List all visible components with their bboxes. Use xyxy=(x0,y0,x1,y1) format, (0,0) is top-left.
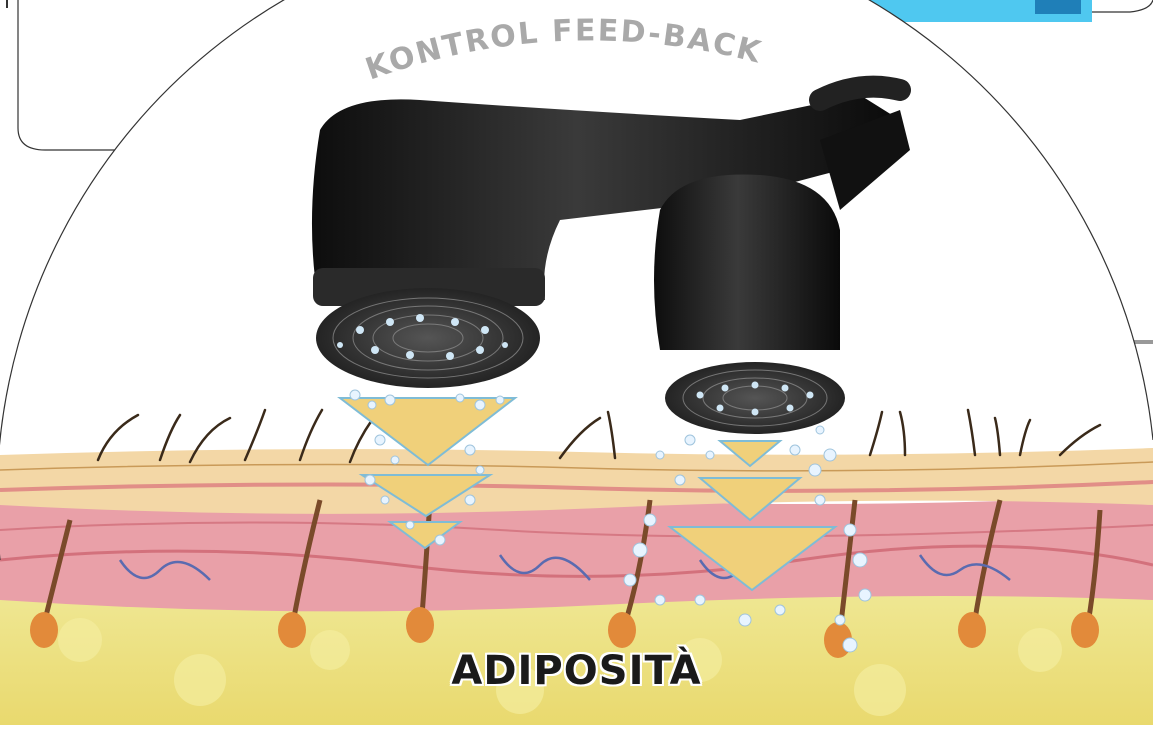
panel-mark xyxy=(6,0,8,8)
blue-screen-button xyxy=(1035,0,1081,14)
